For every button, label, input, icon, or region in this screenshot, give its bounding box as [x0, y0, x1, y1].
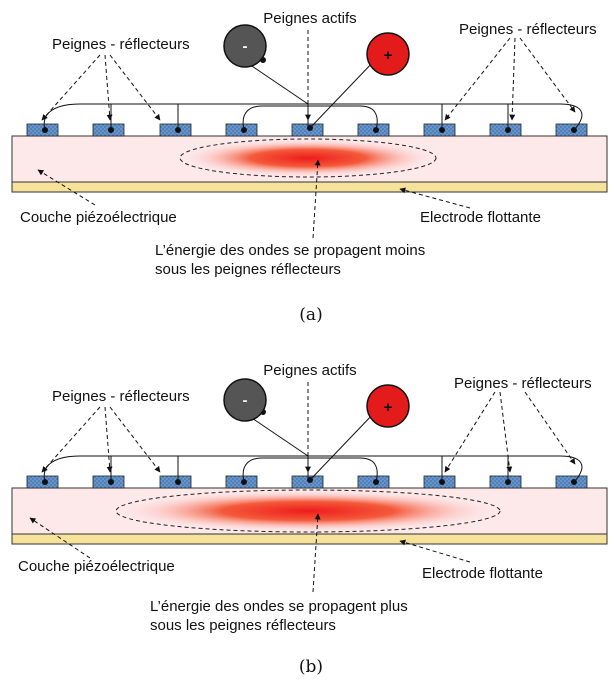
comb-wiring: [43, 59, 583, 131]
left-reflector-label: Peignes - réflecteurs: [52, 388, 190, 405]
minus-terminal: -: [223, 24, 267, 68]
right-reflector-label: Peignes - réflecteurs: [459, 21, 597, 38]
left-reflector-label: Peignes - réflecteurs: [52, 36, 190, 53]
energy-note-line2: sous les peignes réflecteurs: [150, 617, 336, 634]
energy-note-line1: L’énergie des ondes se propagent plus: [150, 598, 408, 615]
wire-dots: [42, 409, 577, 485]
floating-electrode: [11, 533, 608, 545]
svg-text:+: +: [384, 47, 393, 64]
wire-dots: [42, 57, 577, 133]
wave-energy-region: [179, 138, 437, 178]
caption-a: (a): [299, 305, 322, 325]
minus-terminal: -: [223, 378, 267, 422]
plus-terminal: +: [366, 384, 410, 428]
plus-terminal: +: [366, 32, 410, 76]
right-reflector-label: Peignes - réflecteurs: [454, 375, 592, 392]
svg-text:-: -: [243, 392, 248, 409]
active-combs-label: Peignes actifs: [263, 362, 356, 379]
piezo-layer-label: Couche piézoélectrique: [18, 558, 175, 575]
svg-text:+: +: [384, 399, 393, 416]
panel-b: - + Peignes actifs Peignes - réflecteurs…: [11, 362, 608, 677]
annotation-arrows: [29, 382, 576, 593]
floating-electrode: [11, 181, 608, 193]
svg-text:-: -: [243, 38, 248, 55]
energy-note-line1: L’énergie des ondes se propagent moins: [155, 242, 425, 259]
wave-energy-region: [115, 489, 501, 533]
floating-electrode-label: Electrode flottante: [422, 565, 543, 582]
energy-note-line2: sous les peignes réflecteurs: [155, 261, 341, 278]
active-combs-label: Peignes actifs: [263, 10, 356, 27]
floating-electrode-label: Electrode flottante: [420, 209, 541, 226]
panel-a: - + Peignes actifs Peignes - réflecteurs…: [11, 10, 608, 325]
comb-wiring: [43, 411, 583, 483]
annotation-arrows: [37, 30, 576, 239]
caption-b: (b): [299, 657, 323, 677]
piezo-layer-label: Couche piézoélectrique: [20, 209, 177, 226]
